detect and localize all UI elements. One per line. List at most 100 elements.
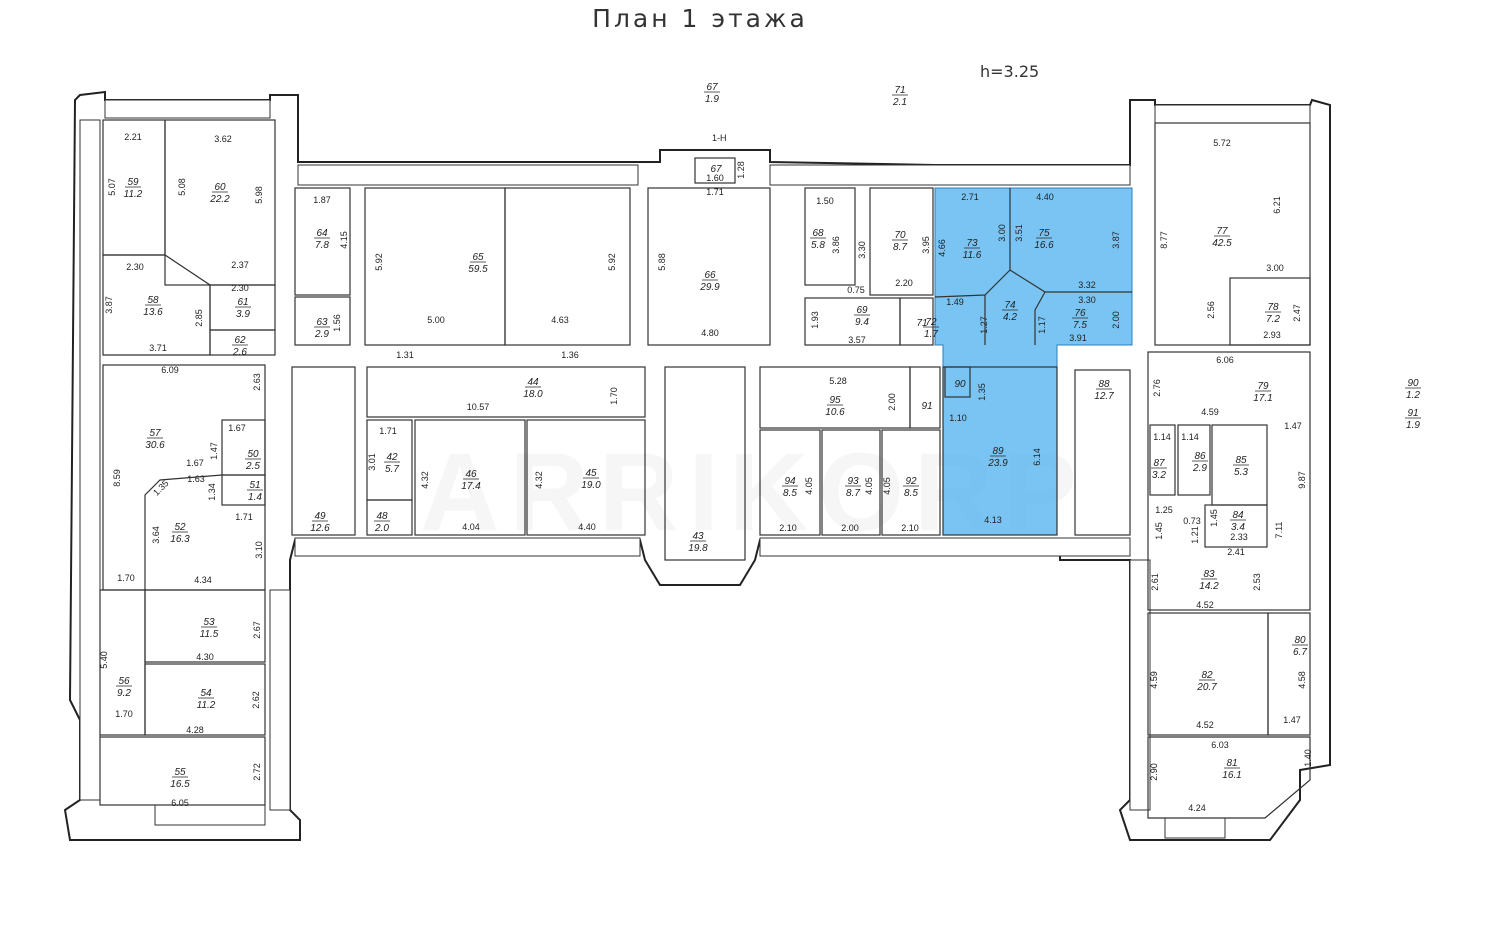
room-85[interactable]: 855.3 [1233,455,1249,478]
dimension-label: 4.24 [1188,803,1206,813]
dimension-label: 1.56 [332,314,342,332]
dimension-label: 1.47 [1284,421,1302,431]
room-number: 48 [376,511,388,522]
dimension-label: 4.05 [864,477,874,495]
room-63[interactable]: 632.9 [314,317,330,340]
room-area: 2.9 [1192,463,1207,474]
dimension-label: 5.07 [107,178,117,196]
room-69[interactable]: 699.4 [854,305,870,328]
room-71[interactable]: 71 [916,318,927,329]
room-74-highlighted[interactable]: 744.2 [1002,300,1018,323]
room-number: 87 [1153,458,1165,469]
dimension-label: 3.86 [831,236,841,254]
room-number: 73 [966,238,978,249]
dimension-label: 1.36 [561,350,579,360]
room-61[interactable]: 613.9 [235,297,251,320]
room-87[interactable]: 873.2 [1151,458,1167,481]
room-90-highlighted[interactable]: 90 [954,379,966,390]
room-area: 9.2 [117,688,131,699]
room-92[interactable]: 928.5 [903,476,919,499]
room-64[interactable]: 647.8 [314,228,330,251]
room-56[interactable]: 569.2 [116,676,132,699]
room-62[interactable]: 622.6 [232,335,248,358]
room-number: 91 [921,401,932,412]
room-area: 2.5 [245,461,260,472]
dimension-label: 4.40 [578,522,596,532]
room-area: 16.3 [170,534,190,545]
room-number: 62 [234,335,246,346]
room-86[interactable]: 862.9 [1192,451,1208,474]
dimension-label: 3.51 [1014,224,1024,242]
room-71[interactable]: 712.1 [892,85,908,108]
room-51[interactable]: 511.4 [247,480,263,503]
room-48[interactable]: 482.0 [374,511,390,534]
dimension-label: 5.92 [374,253,384,271]
room-67[interactable]: 67 [710,164,722,175]
room-91[interactable]: 91 [921,401,932,412]
room-76-highlighted[interactable]: 767.5 [1072,308,1088,331]
dimension-label: 10.57 [467,402,490,412]
room-area: 5.8 [811,240,825,251]
room-93[interactable]: 938.7 [845,476,861,499]
dimension-label: 3.00 [997,224,1007,242]
room-area: 8.7 [893,242,907,253]
room-area: 2.6 [232,347,247,358]
room-90[interactable]: 901.2 [1405,378,1421,401]
dimension-label: 1.21 [1190,526,1200,544]
room-number: 81 [1226,758,1237,769]
room-number: 77 [1216,226,1228,237]
room-68[interactable]: 685.8 [810,228,826,251]
dimension-label: 1.34 [207,483,217,501]
dimension-label: 5.28 [829,376,847,386]
room-80[interactable]: 806.7 [1292,635,1308,658]
room-area: 8.5 [783,488,797,499]
dimension-label: 1.70 [115,709,133,719]
room-72-highlighted[interactable]: 721.7 [923,317,939,340]
room-area: 12.6 [310,523,330,534]
room-number: 50 [247,449,259,460]
room-67[interactable]: 671.9 [704,82,720,105]
room-area: 18.0 [523,389,543,400]
room-70[interactable]: 708.7 [892,230,908,253]
room-91[interactable]: 911.9 [1405,408,1421,431]
room-area: 1.7 [924,329,938,340]
room-number: 63 [316,317,328,328]
room-42[interactable]: 425.7 [384,452,400,475]
room-84[interactable]: 843.4 [1230,510,1246,533]
room-50[interactable]: 502.5 [245,449,261,472]
room-number: 91 [1407,408,1418,419]
dimension-label: 5.00 [427,315,445,325]
room-78[interactable]: 787.2 [1265,302,1281,325]
room-94[interactable]: 948.5 [782,476,798,499]
dimension-label: 4.05 [882,477,892,495]
dimension-label: 1.40 [1303,749,1313,767]
room-area: 17.1 [1253,393,1272,404]
dimension-label: 3.64 [151,526,161,544]
room-number: 88 [1098,379,1110,390]
